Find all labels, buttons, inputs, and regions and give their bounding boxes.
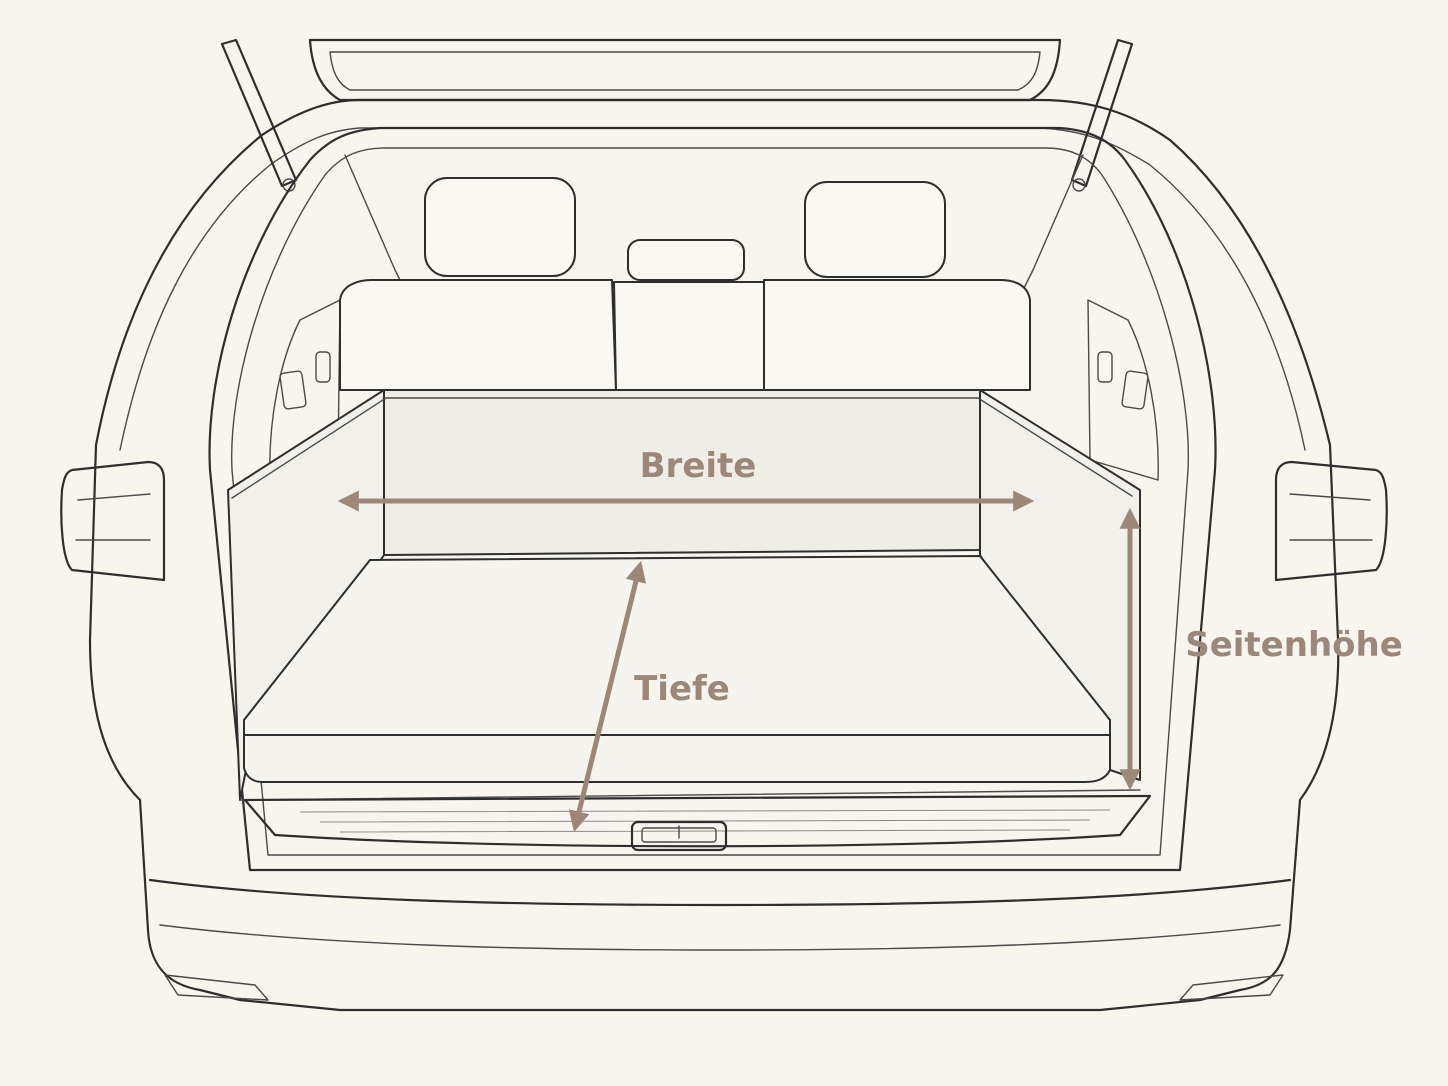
trunk-latch <box>630 820 728 852</box>
center-headrest <box>627 239 745 281</box>
right-seatback <box>763 279 1031 391</box>
loading-sill <box>243 794 1152 852</box>
left-seatback <box>339 279 617 391</box>
rear-seats <box>339 177 1031 391</box>
left-headrest <box>424 177 576 277</box>
tailgate-outline <box>308 38 1062 102</box>
right-taillight <box>1274 460 1388 582</box>
car-body <box>60 98 1388 1012</box>
trunk-opening <box>208 126 1217 872</box>
right-headrest <box>804 181 946 278</box>
dimension-annotations: Breite Tiefe Seitenhöhe <box>337 446 1403 833</box>
bed-mattress-front <box>243 734 1111 783</box>
right-strut-mount <box>1072 178 1086 192</box>
sill-outline <box>243 794 1152 848</box>
side-height-label: Seitenhöhe <box>1185 625 1403 665</box>
trunk-frame-outer <box>208 126 1217 872</box>
tailgate <box>220 38 1134 192</box>
right-vent-b <box>1097 351 1113 383</box>
bed-top-rim <box>231 397 1133 499</box>
depth-arrow <box>568 560 647 833</box>
left-c-pillar <box>344 154 411 301</box>
left-vent-b <box>315 351 331 383</box>
right-interior-trim <box>1087 299 1159 481</box>
car-outline <box>88 98 1340 1012</box>
bumper-crease <box>159 924 1281 951</box>
left-gas-strut <box>220 38 298 188</box>
left-vent-a <box>279 370 307 410</box>
left-taillight <box>60 460 166 582</box>
right-c-pillar <box>1017 154 1084 301</box>
tailgate-inner <box>329 51 1041 91</box>
right-reflector <box>1179 974 1284 1001</box>
trunk-frame-inner <box>230 147 1190 856</box>
right-taillight-detail <box>1289 493 1373 541</box>
left-taillight-detail <box>75 493 151 541</box>
right-gas-strut <box>1070 38 1134 188</box>
width-label: Breite <box>640 446 757 486</box>
depth-label: Tiefe <box>634 669 730 709</box>
center-seatback <box>613 281 765 391</box>
right-vent-a <box>1121 370 1149 410</box>
rear-bumper <box>148 878 1292 907</box>
left-reflector <box>164 974 269 1001</box>
